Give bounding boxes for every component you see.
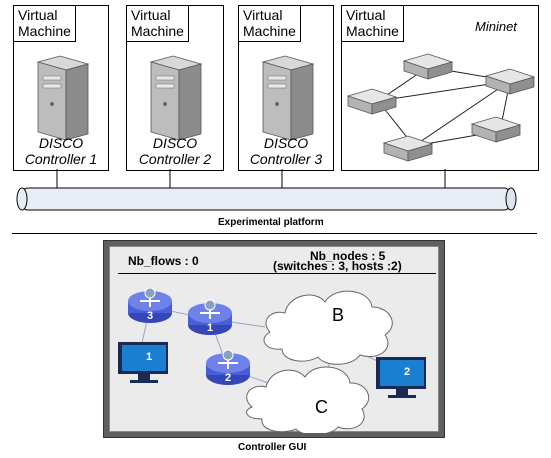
nodes-detail-label: (switches : 3, hosts :2) — [273, 259, 402, 273]
section-divider — [12, 233, 537, 234]
cloud-c-icon — [246, 366, 370, 433]
controller-name: DISCO Controller 2 — [138, 135, 212, 167]
vm-label: Virtual Machine — [342, 6, 404, 42]
cloud-b-label: B — [332, 305, 345, 325]
vm-label: Virtual Machine — [127, 6, 189, 42]
nb-flows-label: Nb_flows : 0 — [128, 254, 199, 268]
controller-name: DISCO Controller 1 — [24, 135, 98, 167]
server-icon — [36, 55, 90, 141]
host-2-icon — [376, 357, 426, 398]
switch-3-number: 3 — [147, 310, 154, 322]
vm-controller-1: Virtual Machine DISCO Controller 1 — [13, 5, 109, 171]
cloud-b-icon — [263, 290, 393, 365]
network-graph — [118, 287, 426, 433]
mininet-title: Mininet — [475, 19, 517, 34]
switch-icon — [382, 135, 434, 162]
vm-label: Virtual Machine — [14, 6, 76, 42]
header-underline — [118, 273, 436, 274]
controller-gui-window: Nb_flows : 0 Nb_nodes : 5 (switches : 3,… — [103, 240, 445, 438]
gui-canvas: Nb_flows : 0 Nb_nodes : 5 (switches : 3,… — [109, 246, 439, 433]
cloud-c-label: C — [315, 397, 328, 417]
switch-2-number: 2 — [225, 372, 232, 384]
switch-3-icon — [128, 287, 172, 323]
vm-controller-3: Virtual Machine DISCO Controller 3 — [238, 5, 334, 171]
server-icon — [149, 55, 203, 141]
platform-pipe — [16, 169, 517, 211]
mininet-topology — [346, 53, 536, 162]
server-icon — [261, 55, 315, 141]
switch-icon — [470, 116, 522, 143]
vm-controller-2: Virtual Machine DISCO Controller 2 — [126, 5, 224, 171]
host-1-icon — [118, 342, 168, 383]
vm-mininet: Virtual Machine Mininet — [341, 5, 539, 171]
switch-1-number: 1 — [207, 322, 214, 334]
controller-name: DISCO Controller 3 — [249, 135, 323, 167]
switch-icon — [346, 88, 398, 115]
switch-icon — [402, 53, 454, 80]
switch-1-icon — [188, 299, 232, 335]
platform-caption: Experimental platform — [218, 217, 324, 228]
host-1-number: 1 — [146, 351, 153, 363]
vm-label: Virtual Machine — [239, 6, 301, 42]
gui-caption: Controller GUI — [238, 442, 307, 453]
switch-2-icon — [206, 349, 250, 385]
host-2-number: 2 — [404, 366, 411, 378]
switch-icon — [484, 68, 536, 95]
nb-nodes-label: Nb_nodes : 5 — [310, 249, 386, 263]
